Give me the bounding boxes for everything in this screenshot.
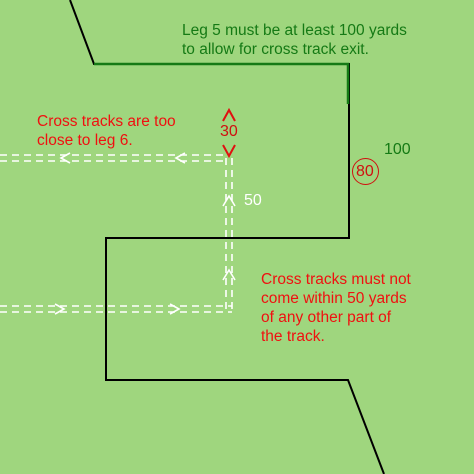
leg-5-highlight [94,62,350,104]
cross-track-vertical-arrows [222,194,236,281]
gap-bottom-caret [222,144,236,159]
gap-distance: 30 [220,123,238,140]
gap-top-caret [222,107,236,122]
leg-5-note: Leg 5 must be at least 100 yards to allo… [182,21,407,59]
leg-5-note-line-1: Leg 5 must be at least 100 yards [182,22,407,39]
leg-6-distance: 80 [356,163,374,180]
cross-track-lower [0,305,232,313]
cross-track-lower-arrows [54,303,181,315]
too-close-note: Cross tracks are too close to leg 6. [37,112,176,150]
within-50-note-line-4: the track. [261,328,325,345]
leg-5-distance: 100 [384,141,411,158]
track-path [69,0,385,474]
too-close-note-line-2: close to leg 6. [37,132,133,149]
within-50-note-line-1: Cross tracks must not [261,271,411,288]
within-50-note-line-2: come within 50 yards [261,290,407,307]
leg-5-note-line-2: to allow for cross track exit. [182,41,369,58]
within-50-note: Cross tracks must not come within 50 yar… [261,270,411,346]
cross-track-upper-arrows [59,152,186,164]
too-close-note-line-1: Cross tracks are too [37,113,176,130]
cross-track-vertical [225,158,233,312]
leg-6-distance-circle [352,158,379,185]
within-50-note-line-3: of any other part of [261,309,392,326]
cross-track-upper [0,154,226,162]
cross-gap-distance: 50 [244,192,262,209]
